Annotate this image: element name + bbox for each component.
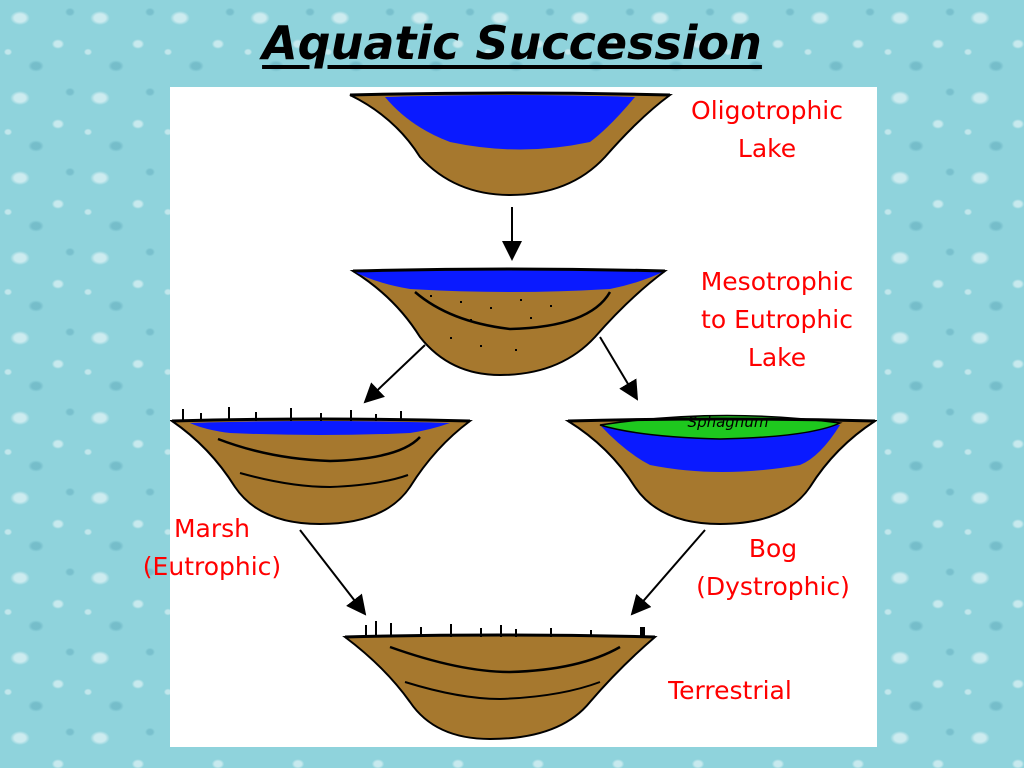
label-terrestrial: Terrestrial xyxy=(668,676,792,705)
label-bog: Bog (Dystrophic) xyxy=(696,534,850,601)
basin-mesotrophic xyxy=(349,267,668,377)
label-mesotrophic-lake: Mesotrophic to Eutrophic Lake xyxy=(700,267,854,372)
sphagnum-label: Sphagnum xyxy=(688,413,769,431)
basin-marsh xyxy=(170,407,473,526)
basin-bog: Sphagnum xyxy=(564,413,877,526)
arrow-to-bog xyxy=(599,336,639,401)
basin-oligotrophic xyxy=(349,91,673,197)
label-marsh: Marsh (Eutrophic) xyxy=(142,514,282,581)
arrow-to-marsh xyxy=(363,344,426,404)
diagram-canvas: Sphagnum xyxy=(170,91,877,741)
basin-terrestrial xyxy=(342,621,658,741)
arrow-marsh-to-terrestrial xyxy=(299,529,367,616)
succession-diagram: Sphagnum xyxy=(170,87,877,747)
slide-title: Aquatic Succession xyxy=(262,16,762,70)
label-oligotrophic-lake: Oligotrophic Lake xyxy=(691,96,843,163)
arrow-bog-to-terrestrial xyxy=(630,529,706,616)
